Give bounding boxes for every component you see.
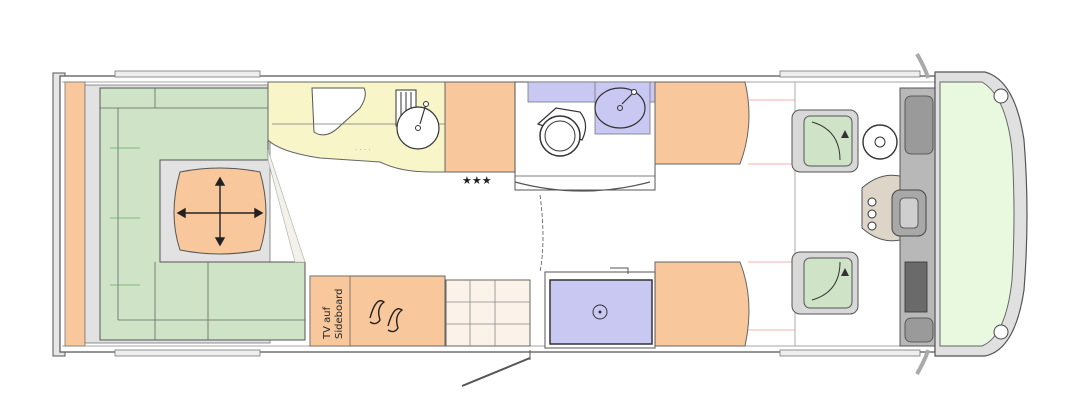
kitchen-cabinet: ★★★	[444, 81, 516, 187]
cab-area	[748, 82, 901, 346]
entrance-door	[461, 194, 544, 387]
move-arrows-icon	[176, 176, 264, 247]
shower-drain	[592, 304, 608, 320]
passenger-seat	[791, 251, 859, 315]
svg-text:· · · ·: · · · ·	[355, 146, 371, 154]
cab-nose	[915, 53, 1028, 375]
dashboard	[891, 87, 941, 347]
headlight-top	[993, 88, 1009, 104]
round-basin	[396, 106, 440, 150]
kitchen-counter: · · · ·	[267, 81, 446, 173]
steering-wheel-icon	[862, 124, 898, 160]
wardrobe	[445, 279, 531, 347]
hob-marker: ★★★	[462, 174, 492, 187]
kitchen-sink	[311, 87, 366, 136]
headlight-bottom	[993, 324, 1009, 340]
shower	[544, 267, 656, 349]
driver-seat	[791, 109, 859, 173]
mirror-bottom	[915, 349, 930, 375]
faucet	[419, 103, 427, 125]
mirror-top	[915, 53, 930, 79]
sideboard-label-1: TV auf	[322, 306, 333, 340]
wash-basin	[594, 87, 646, 129]
rear-lounge	[64, 81, 306, 347]
front-cabinets	[654, 81, 750, 347]
sideboard: TV auf Sideboard	[309, 275, 446, 347]
sideboard-label-2: Sideboard	[334, 288, 345, 339]
toilet	[539, 115, 581, 157]
bathroom	[514, 81, 656, 192]
coat-hook-icon	[369, 300, 404, 333]
rear-wood-panel	[64, 81, 86, 347]
